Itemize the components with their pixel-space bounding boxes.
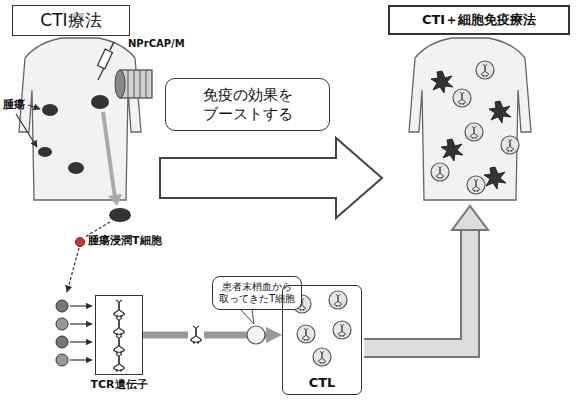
- agent-label: NPrCAP/M: [128, 38, 185, 50]
- speech-callout: 患者末梢血から 取ってきたT細胞: [212, 276, 302, 310]
- t-cell-label: 腫瘍浸潤T細胞: [88, 234, 162, 247]
- dashed-path: [67, 248, 79, 292]
- excised-tumor: [109, 208, 131, 222]
- node-text: 患者末梢血から 取ってきたT細胞: [217, 281, 297, 306]
- magnet-device: [115, 70, 152, 98]
- tumor: [42, 104, 58, 116]
- node-text: 免疫の効果を ブーストする: [195, 86, 300, 124]
- excision-arrow: [103, 112, 115, 198]
- node-text: CTL: [309, 375, 336, 391]
- gene-icon: [188, 324, 204, 346]
- ctl-in-body: [431, 61, 519, 194]
- tumor-label: 腫瘍: [3, 98, 25, 111]
- boost-arrow: [160, 138, 382, 218]
- excision-arrow-head: [108, 194, 122, 206]
- node-text: TCR遺伝子: [90, 378, 147, 392]
- leader-arrow: [28, 105, 40, 109]
- tumor: [91, 95, 109, 109]
- body-silhouette: [409, 38, 531, 200]
- tumor: [38, 147, 52, 157]
- attacked-tumors: [431, 71, 511, 189]
- node-text: CTI＋細胞免疫療法: [422, 12, 536, 28]
- t-cells: [56, 300, 92, 366]
- therapy-title-box: CTI療法: [12, 5, 130, 36]
- boost-callout: 免疫の効果を ブーストする: [165, 78, 330, 131]
- patient-t-cell: [247, 326, 265, 344]
- leader-arrow: [16, 114, 37, 147]
- tcr-genes: [114, 300, 125, 371]
- tumor: [68, 162, 84, 174]
- ctl-culture-box: CTL: [282, 285, 362, 395]
- tcr-gene-box: TCR遺伝子: [95, 295, 143, 375]
- body-silhouette: [19, 38, 141, 200]
- therapy-title-box: CTI＋細胞免疫療法: [388, 5, 570, 35]
- t-cell-dot: [76, 238, 85, 247]
- syringe: [98, 42, 114, 80]
- callout-tail: [240, 309, 254, 324]
- infusion-arrow: [364, 206, 488, 348]
- node-text: CTI療法: [40, 10, 101, 31]
